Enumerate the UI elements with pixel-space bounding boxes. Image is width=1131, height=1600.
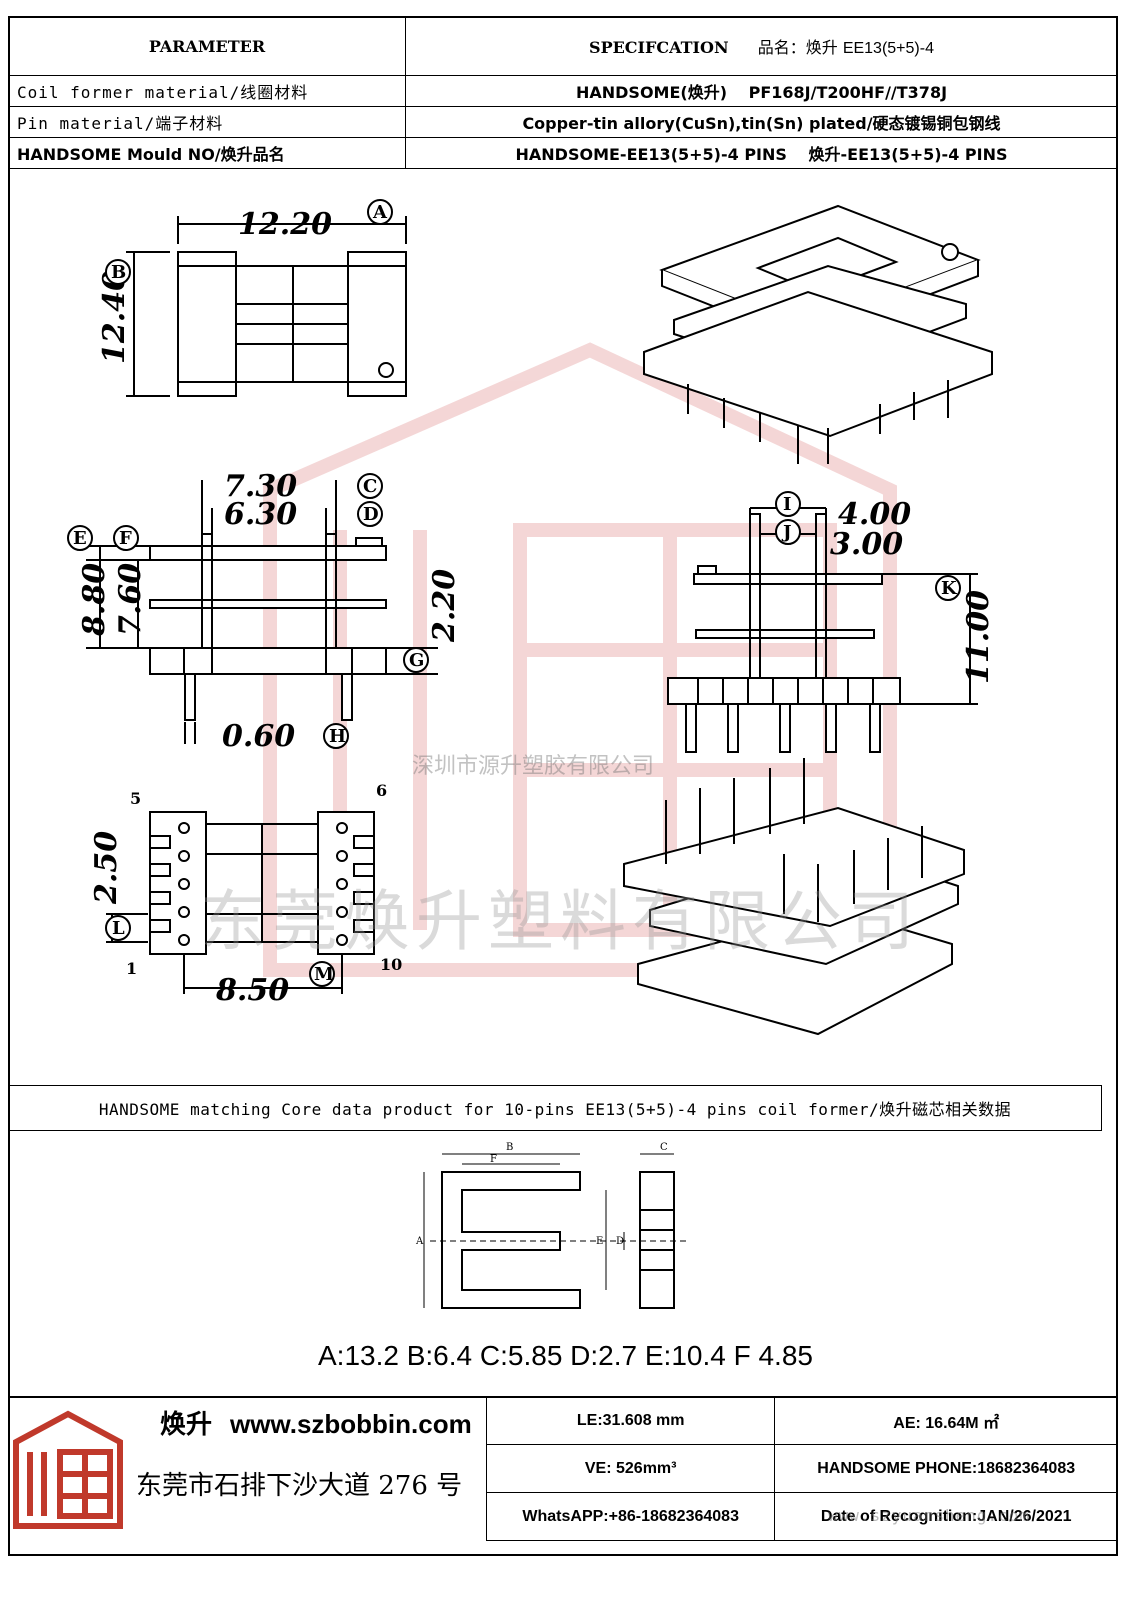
dim-f-value: 7.60 <box>113 563 148 636</box>
dim-e-value: 8.80 <box>77 563 112 637</box>
core-values: A:13.2 B:6.4 C:5.85 D:2.7 E:10.4 F 4.85 <box>318 1340 813 1371</box>
pin-material-label: Pin material/端子材料 <box>8 106 406 138</box>
whatsapp-value: WhatsAPP:+86-18682364083 <box>485 1492 776 1541</box>
bottom-view <box>106 811 375 994</box>
core-drawing: B F C A E D <box>415 1142 690 1309</box>
ve-value: VE: 526mm³ <box>485 1444 776 1493</box>
mould-no-label: HANDSOME Mould NO/焕升品名 <box>8 137 406 169</box>
marker-k: K <box>935 575 961 601</box>
company-logo <box>8 1402 128 1532</box>
dim-i-value: 4.00 <box>838 497 911 532</box>
marker-m: M <box>309 961 335 987</box>
product-name: EE13(5+5)-4 <box>842 40 934 57</box>
marker-b: B <box>105 259 131 285</box>
marker-h: H <box>323 723 349 749</box>
dim-h-value: 0.60 <box>222 719 295 754</box>
side-view <box>667 507 978 753</box>
pin-number-10: 10 <box>380 955 402 974</box>
dim-m-value: 8.50 <box>215 973 289 1008</box>
marker-e: E <box>67 525 93 551</box>
pin-number-6: 6 <box>376 781 387 800</box>
pin-material-value: Copper-tin allory(CuSn),tin(Sn) plated/硬… <box>405 106 1118 138</box>
dim-l-value: 2.50 <box>89 831 124 905</box>
le-value: LE:31.608 mm <box>485 1396 776 1445</box>
dim-g-value: 2.20 <box>427 569 462 643</box>
svg-text:F: F <box>119 528 132 549</box>
spec-header-table: PARAMETER SPECIFCATION 品名：焕升 EE13(5+5)-4… <box>8 16 1118 169</box>
svg-text:I: I <box>783 494 791 515</box>
marker-f: F <box>113 525 139 551</box>
front-view <box>86 480 438 744</box>
core-letter-c: C <box>660 1142 668 1153</box>
svg-text:E: E <box>73 528 87 549</box>
coil-material-label: Coil former material/线圈材料 <box>8 75 406 107</box>
svg-text:A: A <box>372 202 388 223</box>
marker-c: C <box>357 473 383 499</box>
marker-j: J <box>775 519 801 545</box>
svg-text:C: C <box>363 476 377 497</box>
core-letter-f: F <box>490 1154 497 1165</box>
mould-no-value: HANDSOME-EE13(5+5)-4 PINS 焕升-EE13(5+5)-4… <box>405 137 1118 169</box>
dim-b-value: 12.40 <box>97 270 132 364</box>
core-letter-e: E <box>596 1236 603 1247</box>
svg-text:L: L <box>112 918 125 939</box>
dim-k-value: 11.00 <box>961 590 996 684</box>
marker-g: G <box>403 647 429 673</box>
core-data-header: HANDSOME matching Core data product for … <box>8 1085 1102 1131</box>
svg-text:G: G <box>409 650 424 671</box>
pin-number-5: 5 <box>130 789 141 808</box>
svg-text:M: M <box>314 964 334 985</box>
website-link[interactable]: www.szbobbin.com <box>230 1409 472 1439</box>
marker-d: D <box>357 501 383 527</box>
footer-brand: 焕升 www.szbobbin.com <box>160 1404 472 1441</box>
company-address: 东莞市石排下沙大道 276 号 <box>136 1471 463 1501</box>
specification-label: SPECIFCATION <box>589 38 729 57</box>
svg-text:D: D <box>363 504 379 525</box>
core-letter-d: D <box>616 1236 624 1247</box>
parameter-heading: PARAMETER <box>8 16 406 76</box>
core-letter-b: B <box>506 1142 513 1153</box>
pin-number-1: 1 <box>126 959 137 978</box>
top-view <box>126 216 407 397</box>
specification-heading: SPECIFCATION 品名：焕升 EE13(5+5)-4 <box>405 16 1118 76</box>
isometric-exploded-view <box>643 204 993 464</box>
dim-c-value: 7.30 <box>224 469 297 504</box>
svg-text:K: K <box>941 578 958 599</box>
brand-name: 焕升 <box>160 1410 213 1440</box>
core-parameter-table: LE:31.608 mm AE: 16.64M ㎡ VE: 526mm³ HAN… <box>485 1396 1118 1541</box>
marker-a: A <box>367 199 393 225</box>
dim-a-value: 12.20 <box>238 207 332 242</box>
isometric-bottom-view <box>623 758 965 1036</box>
coil-material-value: HANDSOME(焕升) PF168J/T200HF//T378J <box>405 75 1118 107</box>
svg-text:H: H <box>329 726 346 747</box>
core-letter-a: A <box>415 1236 424 1247</box>
recognition-date: Date of Recognition:JAN/26/2021 <box>774 1492 1118 1541</box>
product-name-label: 品名：焕升 <box>757 38 838 57</box>
dim-j-value: 3.00 <box>830 527 903 562</box>
ae-value: AE: 16.64M ㎡ <box>774 1396 1118 1445</box>
marker-l: L <box>105 915 131 941</box>
svg-text:B: B <box>111 262 126 283</box>
technical-drawing: 12.20 12.40 7.30 6.30 8.80 7.60 2.20 0.6… <box>67 199 996 1036</box>
dim-d-value: 6.30 <box>224 497 297 532</box>
svg-text:J: J <box>781 522 792 543</box>
phone-value: HANDSOME PHONE:18682364083 <box>774 1444 1118 1493</box>
marker-i: I <box>775 491 801 517</box>
